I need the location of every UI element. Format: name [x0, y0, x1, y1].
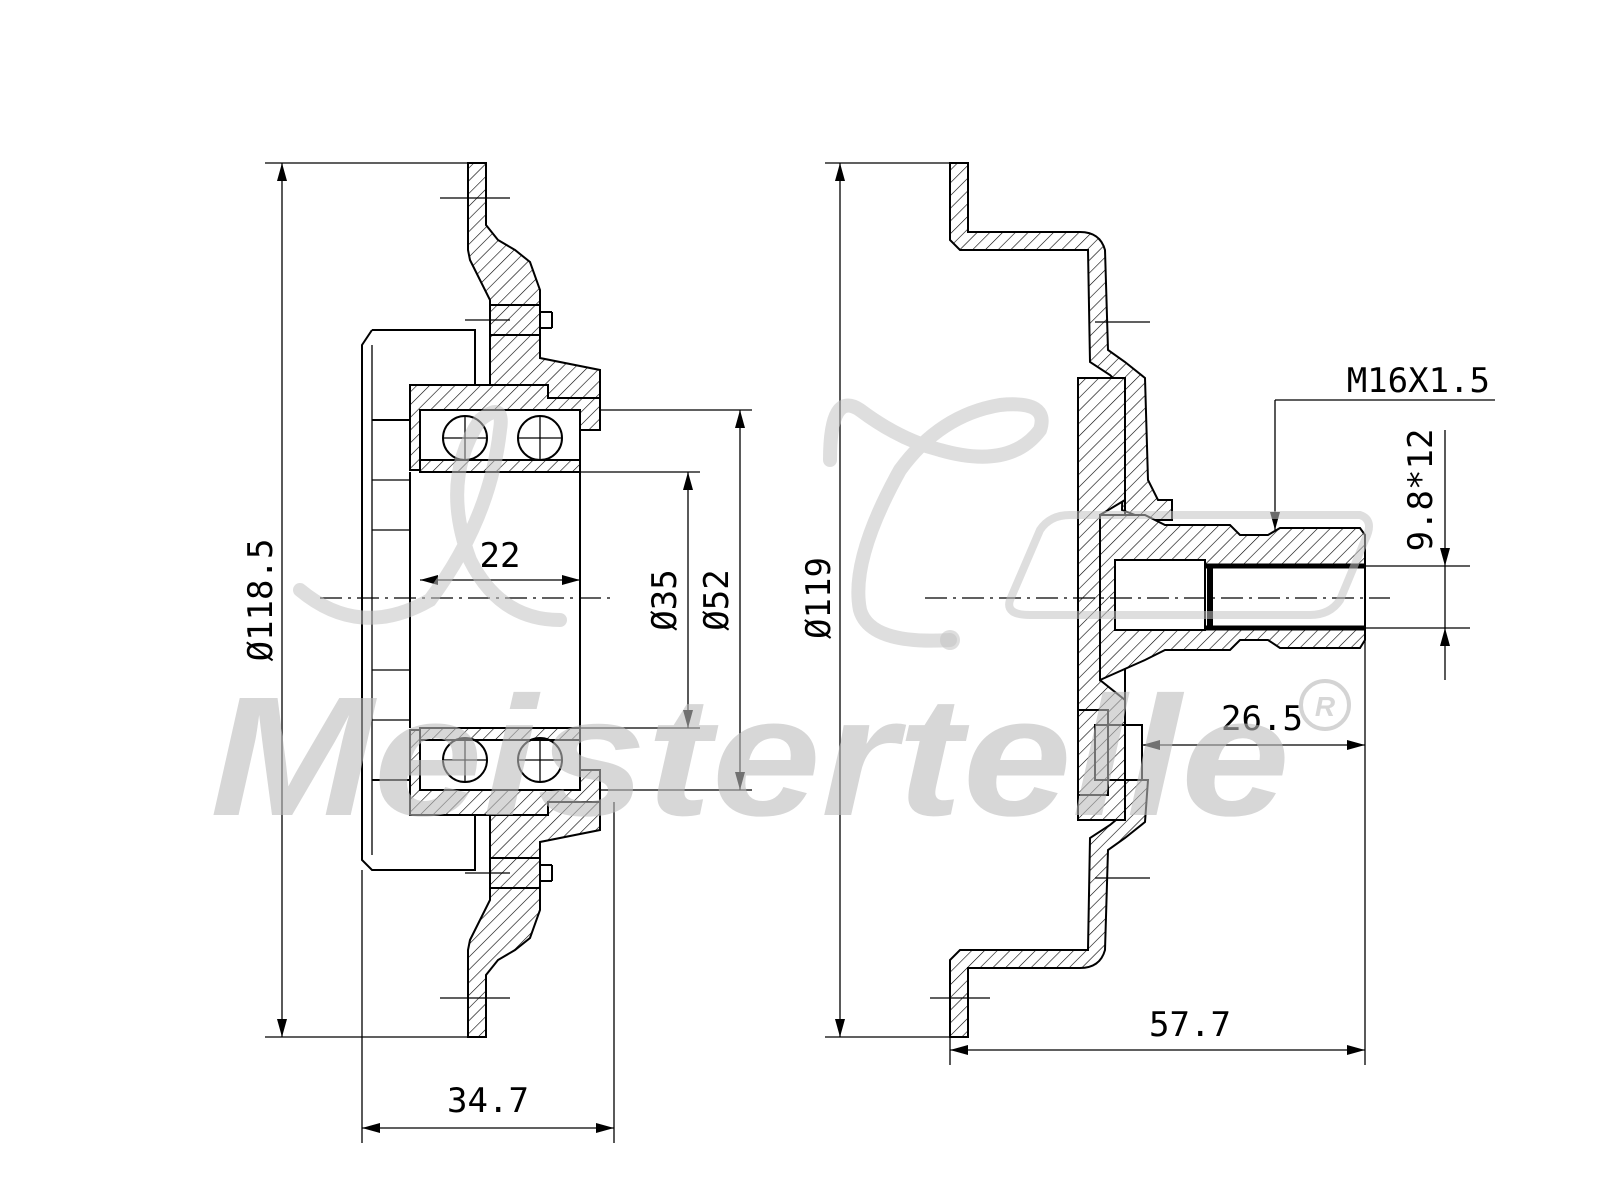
- right-section-view: Ø119 M16X1.5 9.8*12 26.5 57.7: [799, 162, 1495, 1065]
- watermark-brand: Meistertelle: [210, 662, 1290, 852]
- dim-hub-length: 26.5: [1221, 699, 1303, 739]
- left-section-view: Ø118.5 22 Ø35 Ø52 34.7: [241, 162, 752, 1143]
- dim-bearing-width: 22: [480, 536, 521, 576]
- watermark: Meistertelle R: [210, 397, 1373, 852]
- watermark-registered-mark: R: [1315, 691, 1336, 722]
- dim-left-overall-width: 34.7: [447, 1081, 529, 1121]
- bearing-balls-bottom: [442, 737, 563, 783]
- dim-inner-diameter: Ø35: [645, 569, 685, 630]
- dim-bearing-outer-diameter: Ø52: [697, 569, 737, 630]
- dim-bore: 9.8*12: [1401, 429, 1441, 552]
- dim-right-overall-length: 57.7: [1149, 1005, 1231, 1045]
- thread-callout: M16X1.5: [1347, 361, 1490, 401]
- dim-right-outer-diameter: Ø119: [799, 557, 839, 639]
- dim-left-outer-diameter: Ø118.5: [241, 539, 281, 662]
